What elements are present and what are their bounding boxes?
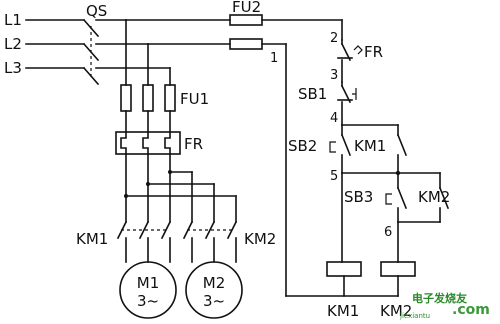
supply-lines bbox=[25, 19, 85, 69]
reverse-start-branch bbox=[385, 172, 450, 263]
label-coil-km2: KM2 bbox=[380, 302, 412, 320]
label-fr-control: FR bbox=[364, 43, 383, 61]
label-coil-km1: KM1 bbox=[327, 302, 359, 320]
label-fr-power: FR bbox=[184, 135, 203, 153]
sb1-stop-button bbox=[337, 81, 357, 126]
motor-branch-wires bbox=[124, 153, 237, 223]
qs-isolator-switch bbox=[82, 18, 171, 86]
coil-km2 bbox=[380, 261, 416, 297]
watermark-brand: 电子发烧友 bbox=[412, 291, 467, 305]
node-4: 4 bbox=[330, 111, 338, 126]
m1-label: M1 bbox=[137, 274, 160, 292]
watermark-url: jiexiantu bbox=[399, 312, 430, 320]
fu2-fuses bbox=[229, 14, 343, 297]
fr-nc-contact bbox=[337, 39, 363, 83]
m2-label: M2 bbox=[203, 274, 226, 292]
m2-phase-label: 3~ bbox=[203, 292, 225, 310]
forward-start-branch bbox=[329, 124, 408, 176]
coil-km1 bbox=[326, 172, 362, 297]
watermark-domain: .com bbox=[452, 302, 490, 318]
watermark: 电子发烧友 jiexiantu .com bbox=[399, 291, 490, 320]
label-qs: QS bbox=[86, 2, 107, 20]
label-sb3: SB3 bbox=[344, 188, 373, 206]
label-l1: L1 bbox=[4, 11, 22, 29]
fr-thermal-elements bbox=[115, 131, 181, 155]
label-km1-power: KM1 bbox=[76, 230, 108, 248]
km2-main-contacts bbox=[182, 220, 238, 263]
label-sb2: SB2 bbox=[288, 137, 317, 155]
node-5: 5 bbox=[330, 169, 338, 184]
power-phase-wires bbox=[125, 19, 231, 86]
label-km2-aux: KM2 bbox=[418, 188, 450, 206]
km1-main-contacts bbox=[116, 220, 172, 263]
node-2: 2 bbox=[330, 31, 338, 46]
label-km1-aux: KM1 bbox=[354, 137, 386, 155]
label-l2: L2 bbox=[4, 35, 22, 53]
label-fu1: FU1 bbox=[180, 90, 209, 108]
fu1-fuses bbox=[120, 84, 176, 133]
m1-phase-label: 3~ bbox=[137, 292, 159, 310]
node-6: 6 bbox=[384, 225, 392, 240]
node-3: 3 bbox=[330, 68, 338, 83]
motor-m1: M1 3~ bbox=[119, 261, 177, 319]
node-1: 1 bbox=[270, 51, 278, 66]
label-sb1: SB1 bbox=[298, 85, 327, 103]
labels: L1 L2 L3 QS FU2 FU1 FR FR KM1 KM2 SB1 SB… bbox=[4, 0, 450, 320]
label-fu2: FU2 bbox=[232, 0, 261, 16]
label-l3: L3 bbox=[4, 59, 22, 77]
motor-m2: M2 3~ bbox=[185, 261, 243, 319]
label-km2-power: KM2 bbox=[244, 230, 276, 248]
